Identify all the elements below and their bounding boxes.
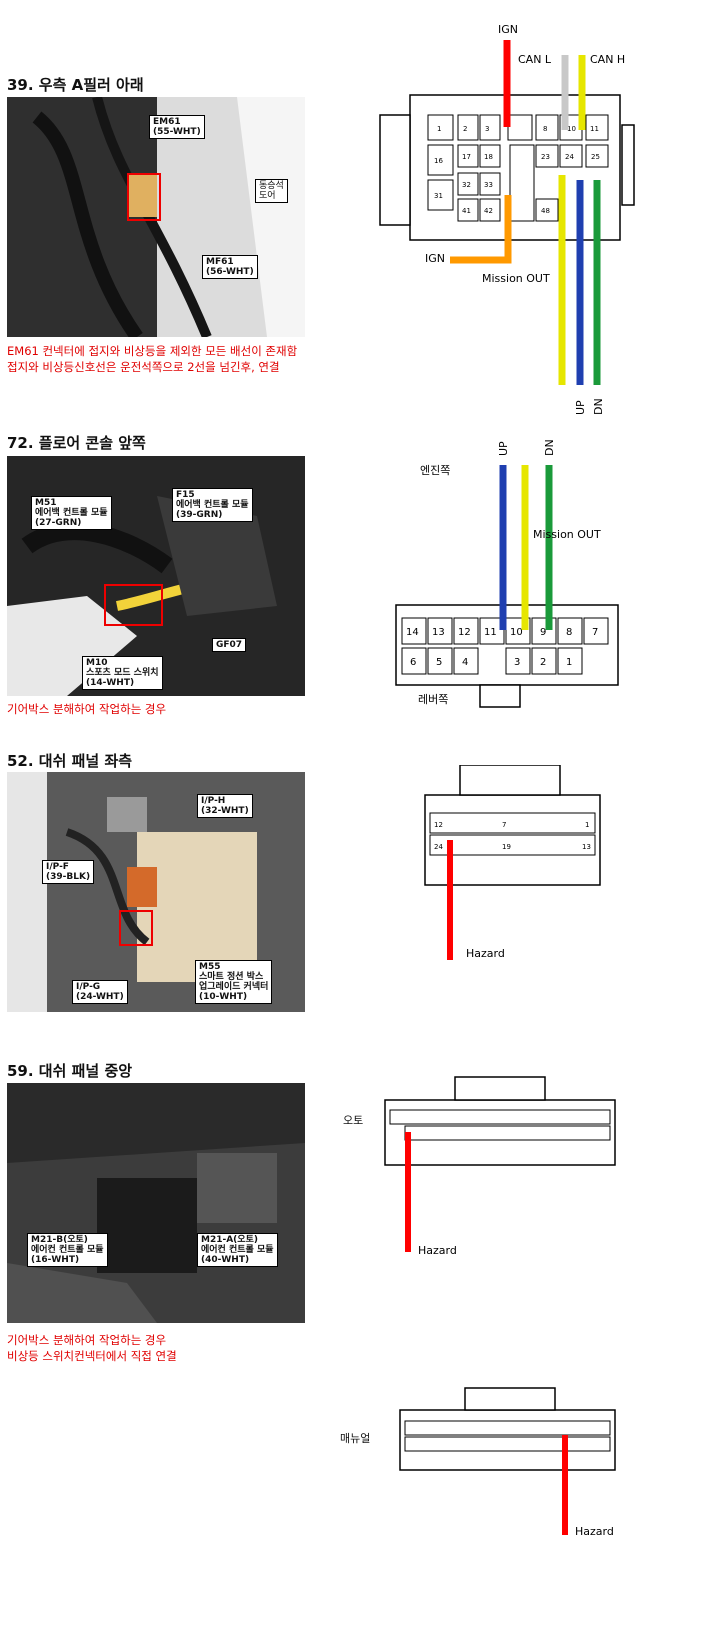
pin-label: 25 — [591, 153, 600, 161]
note-section-72: 기어박스 분해하여 작업하는 경우 — [7, 701, 166, 717]
pin-label: 9 — [540, 627, 546, 638]
label-dn: DN — [592, 398, 605, 415]
note-line: EM61 컨넥터에 접지와 비상등을 제외한 모든 배선이 존재함 — [7, 344, 298, 358]
pin-label: 5 — [436, 657, 442, 668]
note-section-39: EM61 컨넥터에 접지와 비상등을 제외한 모든 배선이 존재함 접지와 비상… — [7, 343, 297, 375]
pin-label: 10 — [510, 627, 523, 638]
connector-diagram-m10: 14 13 12 11 10 9 8 7 6 5 4 3 2 1 UP DN 엔… — [395, 439, 619, 708]
highlight-box — [119, 910, 153, 946]
pin-label: 32 — [462, 181, 471, 189]
connector-diagram-ip-g: 12 7 1 24 19 13 Hazard — [424, 765, 601, 960]
callout-em61: EM61 (55-WHT) — [149, 115, 205, 139]
pin-label: 11 — [590, 125, 599, 133]
label-up: UP — [574, 400, 587, 415]
pin-label: 12 — [458, 627, 471, 638]
pin-label: 12 — [434, 821, 443, 829]
pin-label: 42 — [484, 207, 493, 215]
label-ign-bottom: IGN — [425, 252, 445, 265]
label-lever-side: 레버쪽 — [418, 693, 448, 706]
label-dn: DN — [543, 439, 556, 456]
section-title-59: 59. 대쉬 패널 중앙 — [7, 1062, 133, 1080]
callout-f15: F15 에어백 컨트롤 모듈 (39-GRN) — [172, 488, 253, 522]
wire-ign-orange — [450, 195, 512, 264]
label-can-l: CAN L — [518, 53, 552, 66]
note-line: 접지와 비상등신호선은 운전석쪽으로 2선을 넘긴후, 연결 — [7, 360, 280, 374]
pin-label: 2 — [463, 125, 467, 133]
pin-label: 48 — [541, 207, 550, 215]
callout-m21-a: M21-A(오토) 에어컨 컨트롤 모듈 (40-WHT) — [197, 1233, 278, 1267]
photo-dash-left: I/P-H (32-WHT) I/P-F (39-BLK) I/P-G (24-… — [7, 772, 305, 1012]
pin-numbers: 1 2 3 8 10 11 16 17 18 23 24 25 31 32 33… — [434, 125, 600, 215]
note-line: 기어박스 분해하여 작업하는 경우 — [7, 702, 167, 716]
photo-a-pillar: EM61 (55-WHT) MF61 (56-WHT) 동승석 도어 — [7, 97, 305, 337]
photo-floor-console: M51 에어백 컨트롤 모듈 (27-GRN) F15 에어백 컨트롤 모듈 (… — [7, 456, 305, 696]
label-engine-side: 엔진쪽 — [420, 464, 450, 477]
connector-diagram-manual: Hazard — [399, 1387, 616, 1538]
pin-label: 24 — [434, 843, 443, 851]
pin-label: 3 — [514, 657, 520, 668]
photo-dash-center-drawing — [7, 1083, 305, 1323]
pin-label: 8 — [566, 627, 572, 638]
note-line: 기어박스 분해하여 작업하는 경우 — [7, 1333, 167, 1347]
photo-dash-center: M21-B(오토) 에어컨 컨트롤 모듈 (16-WHT) M21-A(오토) … — [7, 1083, 305, 1323]
label-hazard: Hazard — [418, 1244, 457, 1257]
pin-label: 41 — [462, 207, 471, 215]
pin-label: 13 — [432, 627, 445, 638]
label-hazard: Hazard — [466, 947, 505, 960]
pin-label: 1 — [437, 125, 441, 133]
callout-m51: M51 에어백 컨트롤 모듈 (27-GRN) — [31, 496, 112, 530]
pin-label: 1 — [566, 657, 572, 668]
label-mission-out: Mission OUT — [533, 528, 601, 541]
pin-label: 7 — [592, 627, 598, 638]
connector-diagram-auto: Hazard — [384, 1076, 616, 1257]
pin-label: 6 — [410, 657, 416, 668]
highlight-box — [127, 173, 161, 221]
pin-label: 18 — [484, 153, 493, 161]
pin-label: 11 — [484, 627, 497, 638]
pin-label: 2 — [540, 657, 546, 668]
pin-label: 4 — [462, 657, 468, 668]
pin-label: 31 — [434, 192, 443, 200]
label-can-h: CAN H — [590, 53, 625, 66]
pin-label: 33 — [484, 181, 493, 189]
pin-label: 24 — [565, 153, 574, 161]
pin-label: 19 — [502, 843, 511, 851]
pin-label: 14 — [406, 627, 419, 638]
label-mission-out: Mission OUT — [482, 272, 550, 285]
label-manual: 매뉴얼 — [340, 1432, 371, 1445]
connector-diagram-em61: 1 2 3 8 10 11 16 17 18 23 24 25 31 32 33… — [379, 23, 635, 415]
highlight-box — [104, 584, 163, 626]
callout-ip-h: I/P-H (32-WHT) — [197, 794, 253, 818]
pin-label: 13 — [582, 843, 591, 851]
pin-label: 3 — [485, 125, 489, 133]
pin-label: 16 — [434, 157, 443, 165]
section-title-39: 39. 우측 A필러 아래 — [7, 76, 144, 94]
callout-passenger-door: 동승석 도어 — [255, 179, 288, 203]
callout-ip-f: I/P-F (39-BLK) — [42, 860, 95, 884]
label-hazard: Hazard — [575, 1525, 614, 1538]
pin-label: 17 — [462, 153, 471, 161]
pin-label: 10 — [567, 125, 576, 133]
callout-mf61: MF61 (56-WHT) — [202, 255, 258, 279]
note-line: 비상등 스위치컨넥터에서 직접 연결 — [7, 1349, 177, 1363]
label-up: UP — [497, 441, 510, 456]
label-ign-top: IGN — [498, 23, 518, 36]
pin-label: 8 — [543, 125, 547, 133]
callout-m10: M10 스포츠 모드 스위치 (14-WHT) — [82, 656, 163, 690]
callout-m21-b: M21-B(오토) 에어컨 컨트롤 모듈 (16-WHT) — [27, 1233, 108, 1267]
pin-label: 23 — [541, 153, 550, 161]
callout-m55: M55 스마트 정션 박스 업그레이드 커넥터 (10-WHT) — [195, 960, 273, 1004]
label-auto: 오토 — [343, 1114, 364, 1127]
callout-ip-g: I/P-G (24-WHT) — [72, 980, 128, 1004]
callout-gf07: GF07 — [212, 638, 247, 652]
section-title-52: 52. 대쉬 패널 좌측 — [7, 752, 133, 770]
section-title-72: 72. 플로어 콘솔 앞쪽 — [7, 434, 146, 452]
pin-label: 7 — [502, 821, 506, 829]
note-section-59: 기어박스 분해하여 작업하는 경우 비상등 스위치컨넥터에서 직접 연결 — [7, 1332, 177, 1364]
pin-label: 1 — [585, 821, 589, 829]
